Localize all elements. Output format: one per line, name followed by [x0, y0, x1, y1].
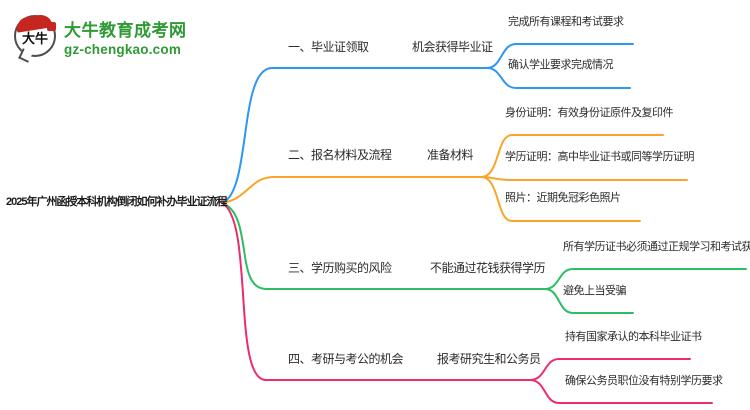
- branch-4-leaf-1: 持有国家承认的本科毕业证书: [565, 331, 702, 343]
- branch-3-level1-label: 三、学历购买的风险: [288, 261, 392, 275]
- branch-4-level2-label: 报考研究生和公务员: [437, 352, 541, 366]
- branch-2-main-line: [221, 176, 482, 204]
- branch-4-leaf-2: 确保公务员职位没有特别学历要求: [565, 375, 723, 387]
- branch-3-leaf-1: 所有学历证书必须通过正规学习和考试获得: [563, 241, 750, 253]
- branch-4-level1-label: 四、考研与考公的机会: [288, 352, 404, 366]
- site-url: gz-chengkao.com: [64, 41, 182, 57]
- branch-2-leaf-1: 身份证明：有效身份证原件及复印件: [505, 107, 674, 119]
- site-logo: 大牛 大牛教育成考网 gz-chengkao.com: [14, 10, 187, 63]
- root-topic: 2025年广州函授本科机构倒闭如何补办毕业证流程: [6, 196, 227, 208]
- branch-3-level2-label: 不能通过花钱获得学历: [430, 261, 546, 275]
- logo-seal-icon: [47, 22, 56, 31]
- logo-badge-text: 大牛: [21, 31, 48, 47]
- branch-1-leaf-1: 完成所有课程和考试要求: [508, 16, 624, 28]
- branch-2-leaf-3: 照片：近期免冠彩色照片: [505, 192, 621, 204]
- branch-1-level1-label: 一、毕业证领取: [288, 40, 369, 54]
- site-name: 大牛教育成考网: [64, 20, 187, 40]
- branch-2-fork-middle: [480, 176, 688, 181]
- branch-3-main-line: [221, 202, 546, 290]
- branch-1-main-line: [221, 67, 488, 204]
- branch-1-leaf-2: 确认学业要求完成情况: [508, 59, 614, 71]
- branch-1-level2-label: 机会获得毕业证: [412, 40, 493, 54]
- branch-2-level2-label: 准备材料: [427, 148, 474, 162]
- logo-badge: 大牛: [14, 13, 56, 63]
- branch-3-leaf-2: 避免上当受骗: [563, 285, 627, 297]
- logo-text-block: 大牛教育成考网 gz-chengkao.com: [64, 16, 187, 57]
- branch-2-leaf-2: 学历证明：高中毕业证书或同等学历证明: [505, 151, 695, 163]
- branch-2-level1-label: 二、报名材料及流程: [288, 148, 392, 162]
